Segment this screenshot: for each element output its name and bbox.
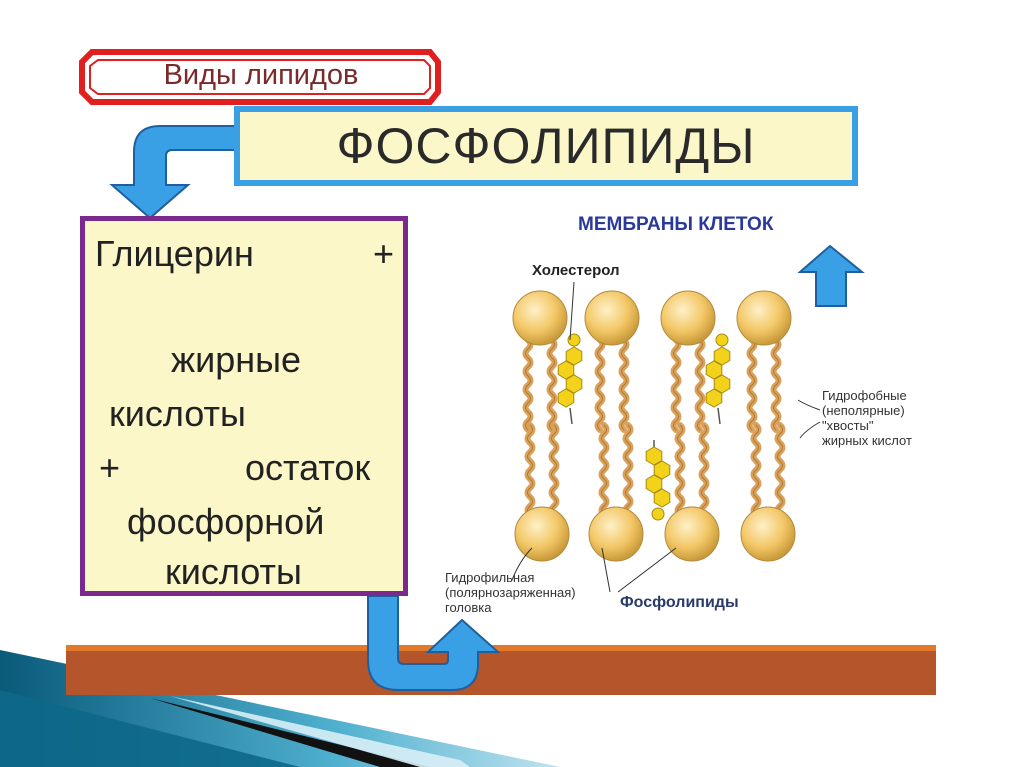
plus-sign: + <box>99 447 121 488</box>
cholesterol-ring <box>713 374 731 394</box>
fatty-acid-tail-outline <box>549 339 555 431</box>
cholesterol-ring <box>557 360 575 380</box>
cholesterol-ring <box>565 346 583 366</box>
cholesterol-ring <box>705 360 723 380</box>
ground-bar <box>66 645 936 695</box>
glycerol-text: Глицерин <box>95 233 254 274</box>
arrow-uturn-icon <box>367 595 501 691</box>
fatty-acid-tail-outline <box>701 424 707 516</box>
page-title: ФОСФОЛИПИДЫ <box>234 106 858 186</box>
phospholipids-label: Фосфолипиды <box>620 594 739 611</box>
cholesterol-head <box>715 333 729 347</box>
cholesterol-head <box>651 507 665 521</box>
composition-box: Глицерин + жирные кислоты + остаток фосф… <box>80 216 408 596</box>
acids-text: кислоты <box>109 393 246 434</box>
cholesterol-ring <box>645 446 663 466</box>
fatty-acid-tail-outline <box>597 339 603 431</box>
fatty-acid-tail-outline <box>601 424 607 516</box>
phospholipid-head <box>584 290 640 346</box>
arrow-down-icon <box>109 125 237 220</box>
cholesterol-ring <box>645 474 663 494</box>
fatty-text: жирные <box>171 339 301 380</box>
cholesterol-ring <box>557 388 575 408</box>
phosphoric-text: фосфорной <box>127 501 325 542</box>
fatty-acid-tail-outline <box>621 339 627 431</box>
phospholipid-head <box>512 290 568 346</box>
fatty-acid-tail-outline <box>749 339 755 431</box>
fatty-acid-tail-outline <box>697 339 703 431</box>
residue-text: остаток <box>245 447 371 488</box>
fatty-acid-tail-outline <box>527 424 533 516</box>
fatty-acid-tail-outline <box>773 339 779 431</box>
phospholipid-head <box>736 290 792 346</box>
fatty-acid-tail-outline <box>753 424 759 516</box>
tag-frame <box>79 49 441 105</box>
fatty-acid-tail-outline <box>625 424 631 516</box>
plus-sign: + <box>373 233 395 274</box>
cholesterol-ring <box>653 460 671 480</box>
phospholipid-head <box>664 506 720 562</box>
fatty-acid-tail-outline <box>551 424 557 516</box>
arrow-up-icon <box>797 244 865 307</box>
cholesterol-label: Холестерол <box>532 262 620 279</box>
cholesterol-tail <box>717 407 721 425</box>
hydrophobic-label: Гидрофобные (неполярные) "хвосты" жирных… <box>822 388 912 448</box>
hydrophilic-label: Гидрофильная (полярнозаряженная) головка <box>445 570 576 615</box>
membrane-title: МЕМБРАНЫ КЛЕТОК <box>578 214 774 235</box>
phospholipid-head <box>740 506 796 562</box>
cholesterol-tail <box>569 407 573 425</box>
acid-text: кислоты <box>165 551 302 592</box>
cholesterol-ring <box>705 388 723 408</box>
phospholipid-head <box>660 290 716 346</box>
fatty-acid-tail-outline <box>525 339 531 431</box>
pointer-lines <box>511 281 821 593</box>
cholesterol-head <box>567 333 581 347</box>
phospholipid-head <box>514 506 570 562</box>
fatty-acid-tail-outline <box>777 424 783 516</box>
phospholipid-head <box>588 506 644 562</box>
cholesterol-ring <box>713 346 731 366</box>
fatty-acid-tail-outline <box>673 339 679 431</box>
cholesterol-ring <box>565 374 583 394</box>
fatty-acid-tail-outline <box>677 424 683 516</box>
lipid-types-label: Виды липидов <box>163 58 359 91</box>
cholesterol-ring <box>653 488 671 508</box>
membrane-diagram <box>512 290 796 562</box>
